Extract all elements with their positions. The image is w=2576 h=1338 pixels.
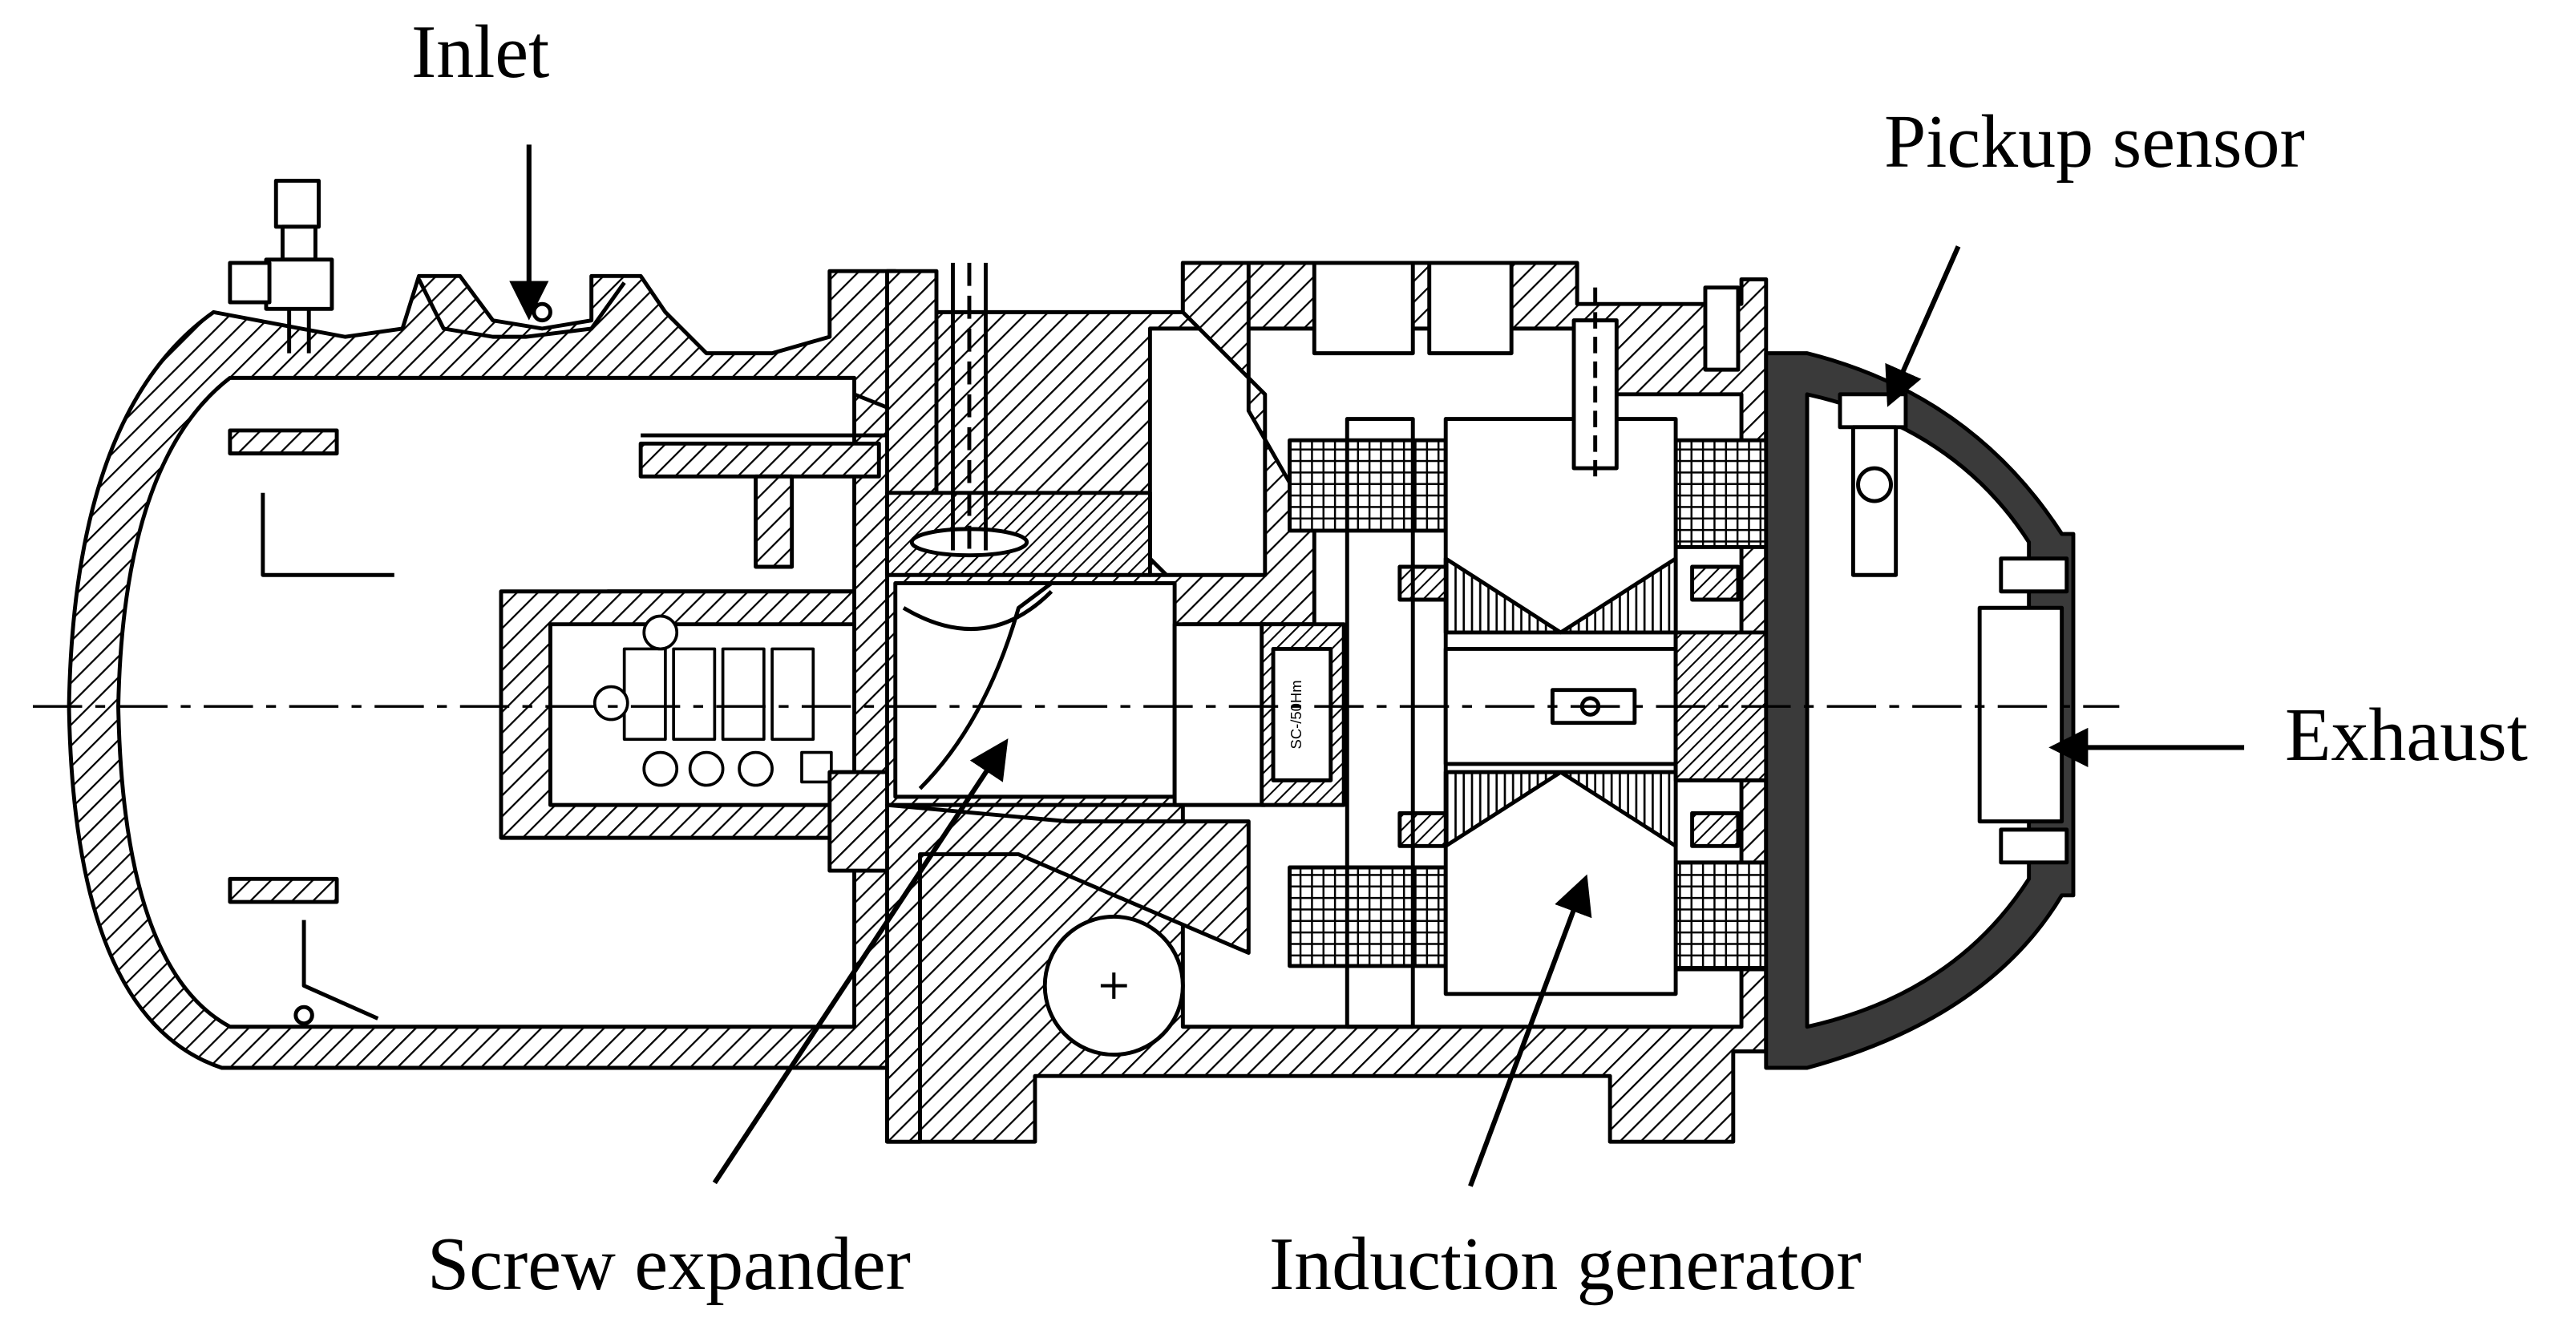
bearing-left-upper [1397, 564, 1448, 602]
pickup-sensor-arrow [1885, 245, 1961, 407]
bearing-left-lower [1397, 810, 1448, 848]
left-bracket-low [301, 920, 379, 1021]
shoulder-block [827, 770, 898, 873]
valve-stack [592, 614, 833, 787]
channel-block [754, 474, 795, 569]
inlet-label: Inlet [411, 10, 550, 94]
bearing-right-lower [1690, 810, 1741, 848]
frame-left [1345, 417, 1415, 1029]
end-cap-boss-upper [1999, 556, 2069, 594]
end-cap-boss-lower [1999, 827, 2069, 865]
casing-inner-cavity [116, 375, 856, 1029]
left-rib-upper [228, 428, 339, 456]
stator-lower-left [1288, 865, 1448, 968]
pickup-sensor-label: Pickup sensor [1884, 100, 2305, 184]
rotor-laminations-lower [1443, 770, 1678, 848]
end-cap-exhaust-port [1977, 605, 2064, 824]
rotor-laminations-upper [1443, 556, 1678, 635]
inlet-boss [417, 278, 626, 339]
induction-generator-label: Induction generator [1269, 1223, 1862, 1306]
inlet-port-hole [532, 301, 552, 323]
rotor-helix-2 [902, 590, 1053, 631]
expander-lower-wedge [885, 802, 1251, 1144]
vertical-bolt [951, 262, 988, 559]
left-rib-lower [228, 876, 339, 904]
exhaust-label: Exhaust [2285, 693, 2528, 777]
pulley-center-mark [1100, 972, 1127, 999]
pickup-sensor [1838, 392, 1908, 577]
rotor-chamber [893, 581, 1177, 799]
stator-upper-left [1288, 438, 1448, 533]
screw-expander-label: Screw expander [427, 1223, 911, 1306]
top-slot-2 [1427, 261, 1514, 356]
drain-hole [293, 1005, 314, 1026]
motor-stamp: SC-/50Hm [1288, 680, 1304, 749]
top-slots [1312, 261, 1415, 356]
generator-top-bolts [1571, 285, 1741, 477]
induction-generator-arrow [1468, 874, 1592, 1187]
coupling-label-plate [1271, 647, 1333, 782]
bearing-right-upper [1690, 564, 1741, 602]
upper-channel [638, 441, 881, 479]
screw-expander-arrow [712, 738, 1009, 1185]
left-fitting [228, 179, 334, 354]
coupling-block [1172, 622, 1268, 807]
left-bracket [261, 492, 394, 577]
